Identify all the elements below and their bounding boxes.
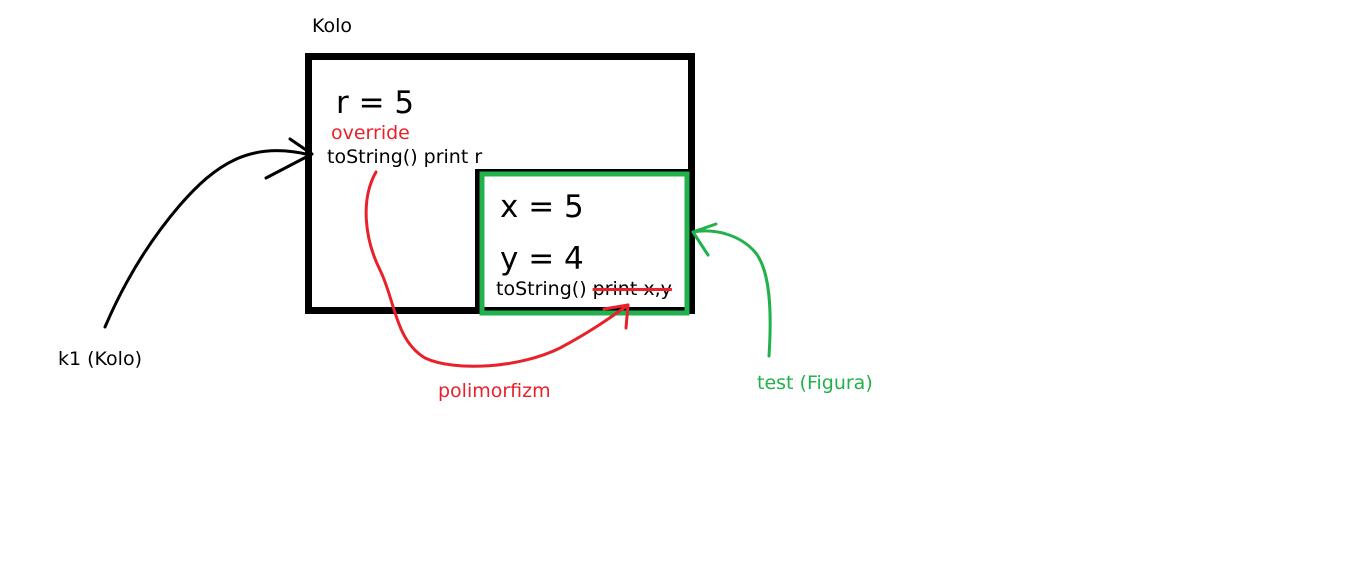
- test-reference-arrow: [691, 229, 772, 358]
- figura-inner-box: [479, 171, 690, 316]
- k1-reference-label: k1 (Kolo): [58, 348, 142, 370]
- kolo-class-title: Kolo: [312, 15, 353, 37]
- test-reference-label: test (Figura): [757, 372, 873, 394]
- figura-method-name: toString(): [496, 278, 587, 300]
- field-x: x = 5: [500, 189, 584, 225]
- field-r: r = 5: [336, 85, 415, 121]
- polymorphism-label: polimorfizm: [438, 380, 551, 402]
- figura-tostring-method: toString() print x,y: [496, 280, 672, 299]
- kolo-tostring-method: toString() print r: [327, 146, 483, 168]
- field-y: y = 4: [500, 241, 584, 277]
- override-label: override: [331, 122, 410, 144]
- k1-arrowhead-icon: [264, 137, 314, 180]
- test-arrowhead-icon: [691, 222, 718, 257]
- figura-method-struck: print x,y: [592, 278, 672, 300]
- k1-reference-arrow: [103, 149, 312, 329]
- polymorphism-arrowhead-icon: [602, 303, 630, 330]
- polymorphism-arrow: [364, 170, 630, 368]
